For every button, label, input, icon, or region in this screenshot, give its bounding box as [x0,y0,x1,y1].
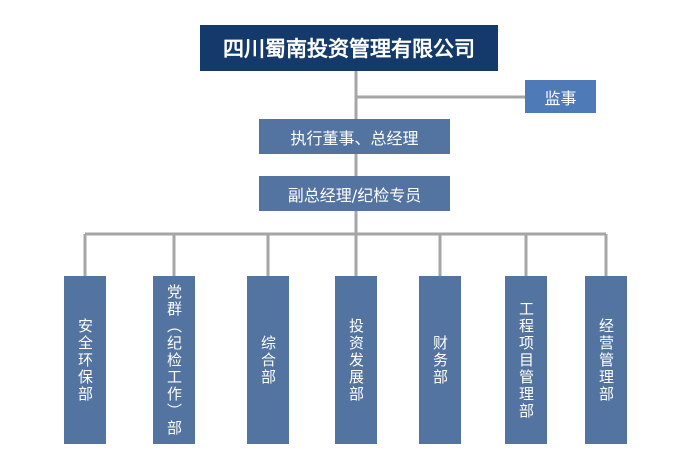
department-engineering-projects: 工程项目管理部 [505,276,547,444]
supervisor-label: 监事 [544,88,577,108]
department-label: 经营管理部 [597,317,615,403]
executive-label: 执行董事、总经理 [290,128,419,148]
department-label: 党群（纪检工作）部 [165,283,183,437]
executive-box: 执行董事、总经理 [259,119,450,154]
department-label: 工程项目管理部 [517,300,535,420]
department-label: 安全环保部 [76,317,94,403]
department-safety-environment: 安全环保部 [64,276,106,444]
department-label: 投资发展部 [347,317,365,403]
vice-manager-box: 副总经理/纪检专员 [259,176,450,211]
vice-manager-label: 副总经理/纪检专员 [287,185,422,205]
department-operations-management: 经营管理部 [585,276,627,444]
department-investment-development: 投资发展部 [335,276,377,444]
department-party-discipline: 党群（纪检工作）部 [153,276,195,444]
company-box: 四川蜀南投资管理有限公司 [200,25,498,71]
department-general: 综合部 [247,276,289,444]
department-label: 财务部 [431,334,449,386]
department-label: 综合部 [259,334,277,386]
department-finance: 财务部 [419,276,461,444]
supervisor-box: 监事 [525,80,596,113]
company-name: 四川蜀南投资管理有限公司 [223,37,475,61]
